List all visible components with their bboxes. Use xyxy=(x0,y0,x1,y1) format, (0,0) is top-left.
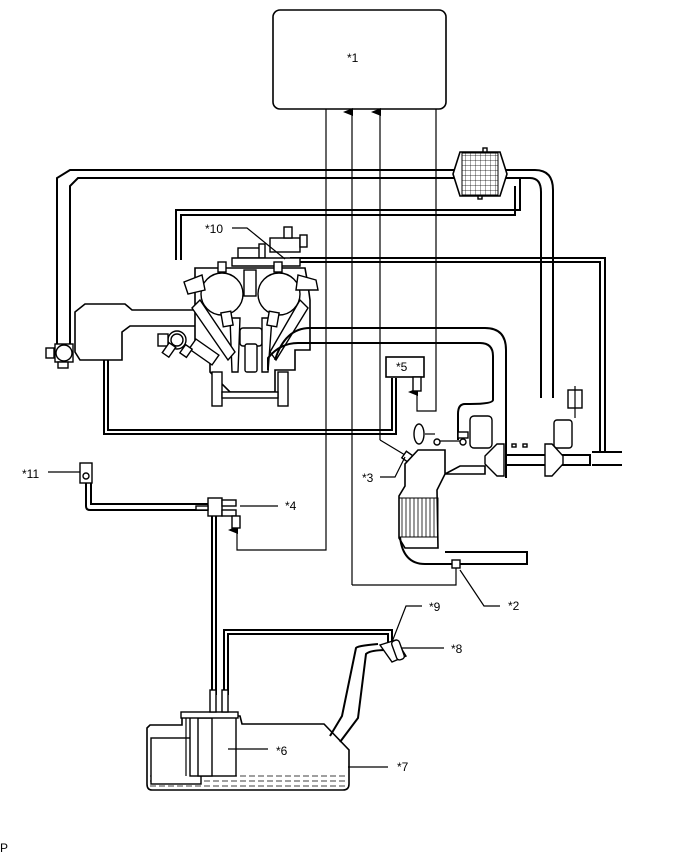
tail-pipe xyxy=(457,386,622,477)
vsv-component xyxy=(385,356,425,392)
fuel-tank xyxy=(146,689,350,791)
label-11: *11 xyxy=(22,467,39,481)
throttle-body xyxy=(231,226,308,267)
label-2: *2 xyxy=(508,599,520,613)
vapor-lines xyxy=(211,534,393,695)
label-7: *7 xyxy=(397,760,409,774)
signal-wires xyxy=(228,108,457,586)
label-10: *10 xyxy=(205,222,223,236)
ecu-box xyxy=(272,9,447,110)
injector xyxy=(157,330,220,366)
canister-sensor xyxy=(79,462,210,511)
intake-manifold xyxy=(45,303,206,369)
filler-pipe xyxy=(329,639,408,743)
air-cleaner xyxy=(452,147,508,200)
label-8: *8 xyxy=(451,642,463,656)
label-9: *9 xyxy=(429,600,441,614)
purge-return-line xyxy=(103,360,397,435)
label-3: *3 xyxy=(362,471,374,485)
label-4: *4 xyxy=(285,499,297,513)
canister-pump xyxy=(195,497,241,534)
label-5: *5 xyxy=(396,360,408,374)
label-ecu: *1 xyxy=(347,51,359,65)
label-6: *6 xyxy=(276,744,288,758)
engine-block xyxy=(183,261,319,407)
intake-duct xyxy=(56,169,554,398)
purge-loop xyxy=(175,178,606,452)
leader-lines xyxy=(48,227,500,768)
exhaust-manifold xyxy=(267,327,507,478)
catalytic-converter xyxy=(398,449,528,569)
corner-mark: P xyxy=(0,841,8,852)
